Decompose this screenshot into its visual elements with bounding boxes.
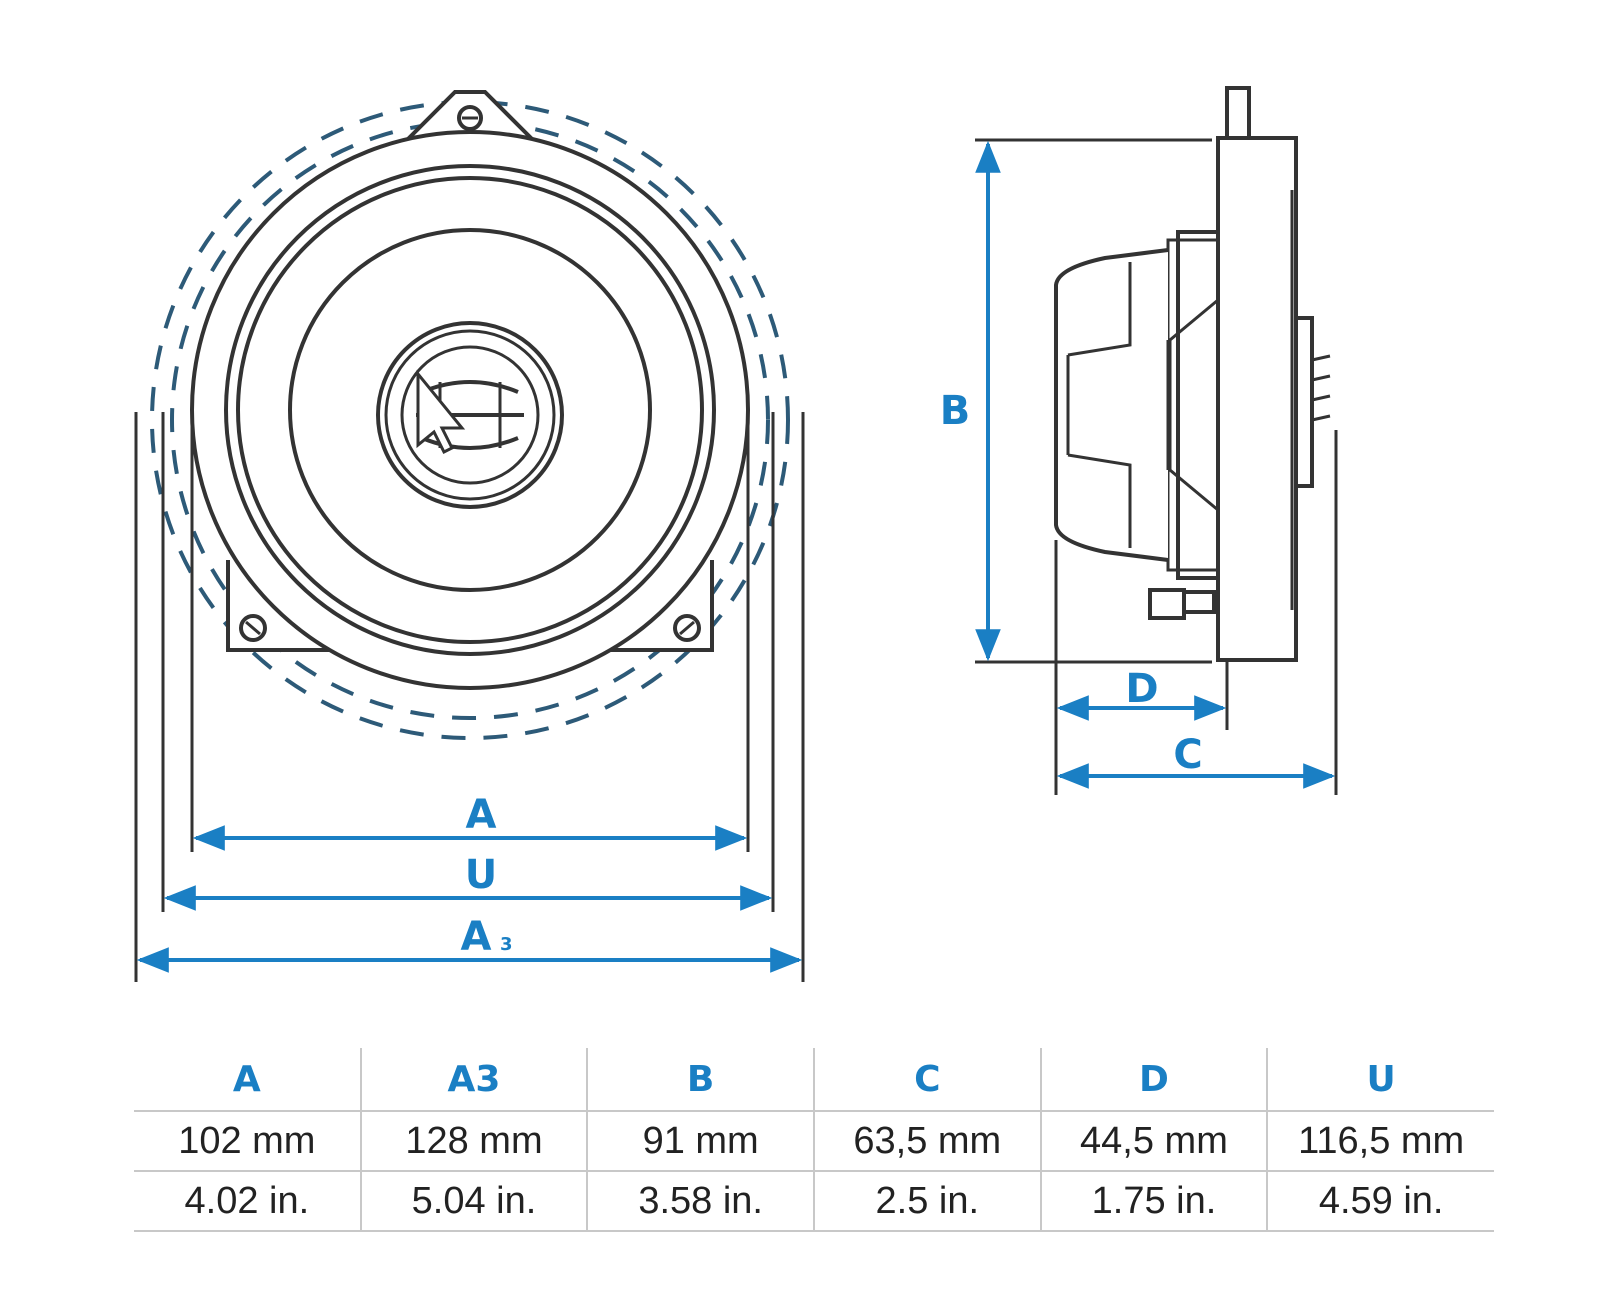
header-c: C — [812, 1048, 1041, 1111]
label-a: A — [466, 792, 497, 838]
label-b: B — [940, 388, 971, 434]
table-row: 102 mm 128 mm 91 mm 63,5 mm 44,5 mm 116,… — [134, 1110, 1494, 1171]
speaker-dimension-diagram: A U A 3 B D C — [134, 86, 1338, 982]
cell-a3-mm: 128 mm — [359, 1110, 588, 1171]
label-a3: A — [461, 914, 492, 960]
header-d: D — [1039, 1048, 1268, 1111]
cell-b-in: 3.58 in. — [586, 1170, 814, 1232]
cell-c-mm: 63,5 mm — [812, 1110, 1041, 1171]
cell-d-mm: 44,5 mm — [1039, 1110, 1268, 1171]
speaker-side-view-icon — [1054, 86, 1331, 662]
table-header-row: A A3 B C D U — [134, 1048, 1494, 1111]
header-a3: A3 — [359, 1048, 588, 1111]
label-a3-subscript: 3 — [500, 934, 513, 955]
cell-u-mm: 116,5 mm — [1266, 1110, 1494, 1171]
cell-a-in: 4.02 in. — [134, 1170, 361, 1232]
table-row: 4.02 in. 5.04 in. 3.58 in. 2.5 in. 1.75 … — [134, 1170, 1494, 1232]
cell-u-in: 4.59 in. — [1266, 1170, 1494, 1232]
label-d: D — [1125, 666, 1158, 712]
dimension-table: A A3 B C D U 102 mm 128 mm 91 mm 63,5 mm… — [134, 1048, 1494, 1232]
header-b: B — [586, 1048, 814, 1111]
cell-b-mm: 91 mm — [586, 1110, 814, 1171]
cell-d-in: 1.75 in. — [1039, 1170, 1268, 1232]
speaker-front-view-icon — [150, 90, 790, 740]
cell-a3-in: 5.04 in. — [359, 1170, 588, 1232]
label-u: U — [465, 852, 497, 898]
header-a: A — [232, 1058, 261, 1100]
header-u: U — [1266, 1048, 1494, 1111]
cell-c-in: 2.5 in. — [812, 1170, 1041, 1232]
cell-a-mm: 102 mm — [134, 1110, 361, 1171]
label-c: C — [1173, 732, 1202, 778]
